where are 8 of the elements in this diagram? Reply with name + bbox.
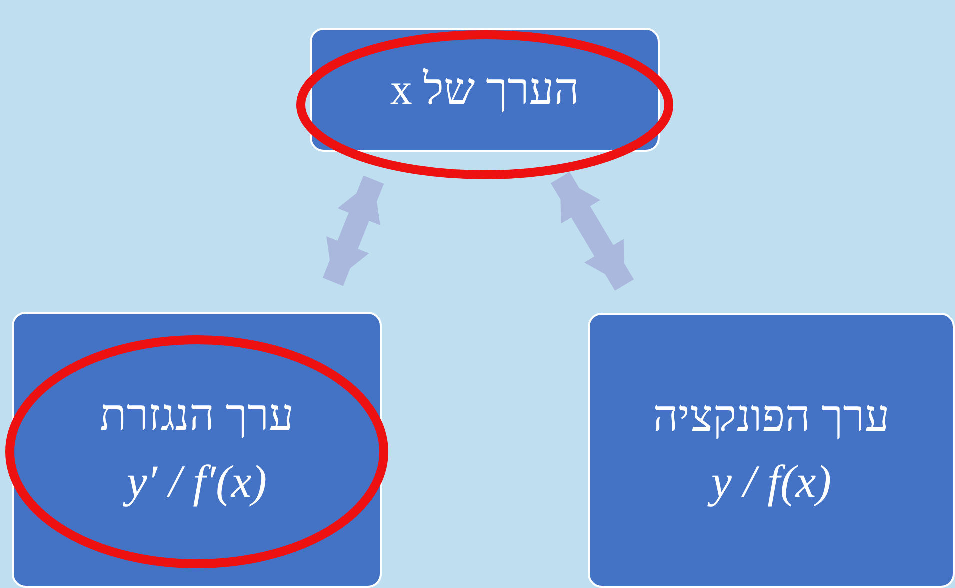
rounded-box <box>588 313 955 588</box>
rounded-box <box>12 312 382 588</box>
double-arrow <box>550 172 634 291</box>
rounded-box <box>310 28 660 152</box>
box-title: ערך הנגזרת <box>100 392 294 441</box>
double-arrow <box>322 176 384 286</box>
box-title: הערך של x <box>390 66 580 114</box>
box-title: ערך הפונקציה <box>653 392 890 442</box>
